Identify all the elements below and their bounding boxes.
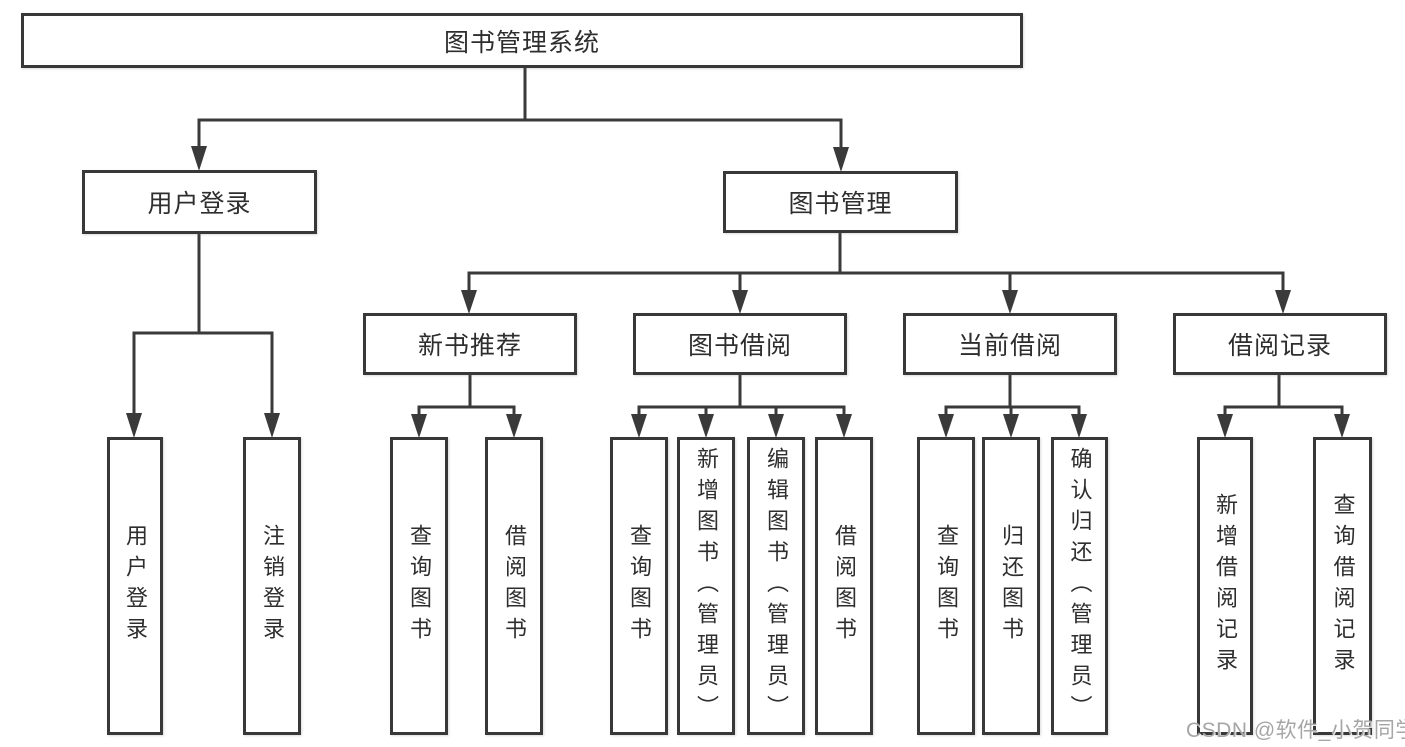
- leaf-return-book-label: 归还图书: [999, 524, 1024, 648]
- node-book-borrow: 图书借阅: [633, 313, 847, 375]
- leaf-query-books-recommend: 查询图书: [390, 437, 448, 735]
- node-user-login-label: 用户登录: [147, 190, 252, 218]
- node-root-label: 图书管理系统: [443, 28, 600, 57]
- leaf-borrow-books: 借阅图书: [815, 437, 873, 735]
- node-borrow-records: 借阅记录: [1173, 313, 1387, 375]
- leaf-add-book-admin-label: 新增图书（管理员）: [694, 446, 719, 726]
- node-root: 图书管理系统: [21, 13, 1023, 68]
- leaf-add-borrow-record: 新增借阅记录: [1197, 437, 1253, 735]
- leaf-query-books-borrow: 查询图书: [610, 437, 668, 735]
- node-new-book-recommend-label: 新书推荐: [417, 332, 522, 360]
- leaf-query-borrow-record-label: 查询借阅记录: [1330, 493, 1356, 679]
- node-new-book-recommend: 新书推荐: [363, 313, 577, 375]
- leaf-borrow-books-recommend-label: 借阅图书: [502, 524, 527, 648]
- leaf-query-borrow-record: 查询借阅记录: [1313, 437, 1372, 735]
- node-book-management-label: 图书管理: [788, 190, 893, 218]
- leaf-confirm-return-admin-label: 确认归还（管理员）: [1067, 446, 1093, 726]
- node-borrow-records-label: 借阅记录: [1227, 332, 1332, 360]
- node-current-borrow-label: 当前借阅: [957, 332, 1062, 360]
- node-user-login: 用户登录: [82, 170, 317, 234]
- leaf-edit-book-admin: 编辑图书（管理员）: [747, 437, 805, 735]
- leaf-borrow-books-label: 借阅图书: [832, 524, 857, 648]
- node-book-borrow-label: 图书借阅: [687, 332, 792, 360]
- node-book-management: 图书管理: [723, 171, 958, 233]
- leaf-logout: 注销登录: [243, 437, 301, 735]
- leaf-user-login-label: 用户登录: [123, 524, 148, 648]
- leaf-query-books-current-label: 查询图书: [934, 524, 959, 648]
- leaf-query-books-recommend-label: 查询图书: [407, 524, 432, 648]
- leaf-logout-label: 注销登录: [260, 524, 285, 648]
- leaf-query-books-current: 查询图书: [917, 437, 975, 735]
- leaf-user-login: 用户登录: [107, 437, 163, 735]
- leaf-add-borrow-record-label: 新增借阅记录: [1213, 493, 1238, 679]
- csdn-watermark: CSDN @软件_小贺同学: [1186, 719, 1405, 742]
- leaf-edit-book-admin-label: 编辑图书（管理员）: [764, 446, 789, 726]
- node-current-borrow: 当前借阅: [903, 313, 1117, 375]
- leaf-confirm-return-admin: 确认归还（管理员）: [1051, 437, 1108, 735]
- leaf-borrow-books-recommend: 借阅图书: [485, 437, 543, 735]
- leaf-return-book: 归还图书: [982, 437, 1040, 735]
- leaf-query-books-borrow-label: 查询图书: [627, 524, 652, 648]
- leaf-add-book-admin: 新增图书（管理员）: [677, 437, 735, 735]
